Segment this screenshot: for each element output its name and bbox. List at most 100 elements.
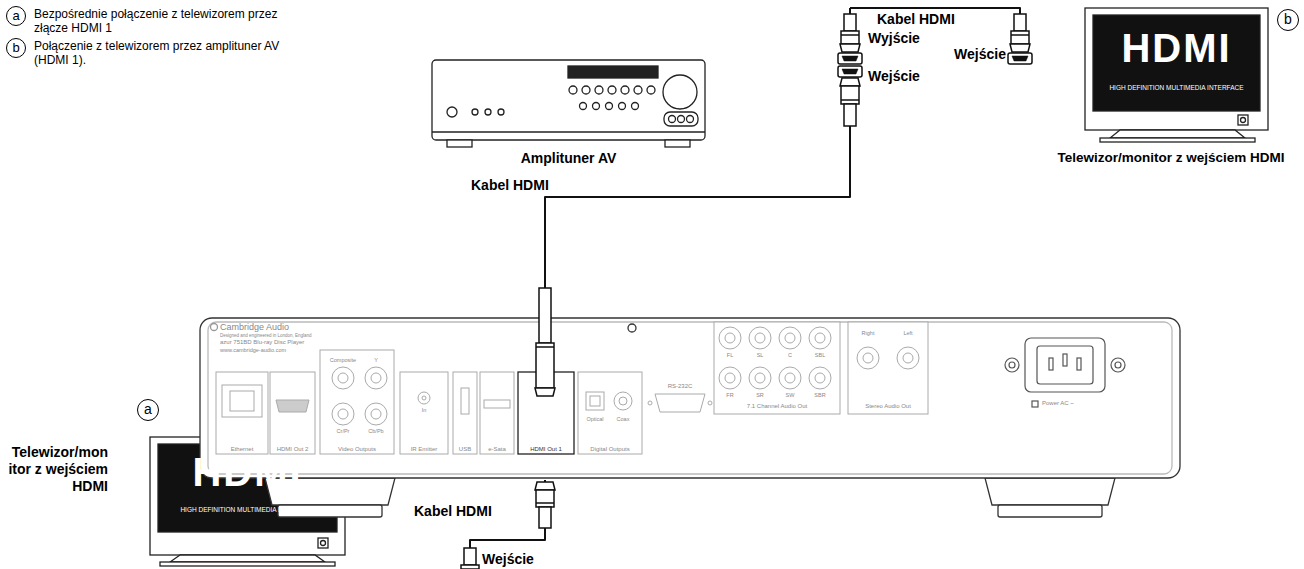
hdmi-plug-part: [844, 14, 856, 31]
hdmi-socket-part: [842, 56, 858, 61]
power-inlet-part: [1077, 358, 1081, 370]
hdmi-socket-part: [1012, 56, 1028, 61]
power-inlet-part: [1009, 362, 1015, 368]
panel-ports-part: [332, 403, 354, 425]
panel-ports-part: [725, 333, 735, 343]
node-title: Telewizor/monitor z wejściem HDMI: [1045, 150, 1297, 166]
power-inlet-part: [1025, 338, 1105, 392]
panel-label: SW: [777, 392, 803, 398]
receiver-drawing-part: [678, 116, 685, 123]
hdmi-cable: [545, 175, 850, 318]
tv-drawing-part: [1100, 138, 1255, 142]
panel-ports-part: [749, 367, 771, 389]
panel-label: Cr/Pr: [331, 428, 355, 434]
port-label: Wejście: [868, 68, 920, 85]
tv-drawing-part: [1241, 118, 1246, 123]
panel-ports-part: [590, 396, 600, 406]
cable-stub: [849, 8, 851, 14]
panel-ports-part: [809, 367, 831, 389]
hdmi-socket: [838, 53, 862, 64]
receiver-drawing-part: [432, 60, 705, 140]
panel-label: Designed and engineered in London, Engla…: [220, 333, 370, 338]
port-label: Wyjście: [868, 30, 920, 47]
receiver-drawing-part: [606, 103, 613, 110]
port-label: Wejście: [482, 551, 534, 568]
hdmi-socket: [1008, 53, 1032, 64]
panel-ports-part: [749, 327, 771, 349]
tv-monitor: HDMIHIGH DEFINITION MULTIMEDIA INTERFACE…: [5, 430, 480, 569]
panel-ports-part: [897, 347, 919, 369]
hdmi-plug-part: [840, 44, 860, 52]
receiver-drawing-part: [669, 116, 676, 123]
panel-ports-part: [619, 397, 627, 405]
receiver-drawing-part: [568, 66, 658, 78]
port-label: Wejście: [940, 46, 1006, 63]
panel-label: Cb/Pb: [364, 428, 388, 434]
hdmi-plug-part: [535, 482, 555, 490]
receiver-drawing-part: [485, 109, 491, 115]
cable-stub: [849, 126, 851, 175]
receiver-drawing-part: [472, 109, 478, 115]
receiver-drawing-part: [580, 103, 587, 110]
hdmi-plug-part: [539, 288, 551, 343]
hdmi-plug: [840, 14, 860, 52]
panel-ports-part: [338, 409, 348, 419]
panel-ports-part: [785, 373, 795, 383]
panel-label: USB: [453, 446, 477, 453]
panel-label: 7.1 Channel Audio Out: [714, 403, 840, 410]
panel-ports-part: [614, 392, 632, 410]
hdmi-plug-part: [536, 502, 554, 504]
panel-label: IR Emitter: [400, 446, 448, 453]
panel-label: Cambridge Audio: [220, 322, 340, 332]
node-title: Amplituner AV: [432, 150, 705, 166]
panel-ports-part: [320, 350, 394, 454]
receiver-drawing-part: [595, 86, 603, 94]
hdmi-plug-part: [1011, 34, 1029, 36]
receiver-drawing: [432, 60, 705, 147]
panel-ports-part: [276, 400, 309, 412]
panel-label: SL: [747, 352, 773, 358]
hdmi-plug: [535, 288, 555, 396]
panel-ports-part: [648, 401, 652, 405]
panel-ports: [216, 322, 928, 454]
panel-ports-part: [578, 372, 642, 454]
hdmi-plug-part: [844, 104, 856, 126]
hdmi-plug-part: [536, 346, 554, 348]
panel-ports-part: [332, 367, 354, 389]
hdmi-plug-part: [841, 99, 859, 101]
node-title: Telewizor/monitor z wejściem HDMI: [8, 444, 108, 494]
hdmi-plug-part: [536, 490, 554, 507]
panel-label: C: [777, 352, 803, 358]
panel-label: Power AC ~: [1042, 400, 1112, 407]
panel-ports-part: [903, 353, 913, 363]
tv-drawing-part: [1238, 115, 1248, 125]
panel-label: e-Sata: [480, 446, 514, 453]
callout-letter: a: [137, 399, 159, 421]
panel-label: Optical: [580, 416, 610, 422]
hdmi-plug-part: [539, 507, 551, 528]
player-drawing-part: [211, 324, 218, 331]
node-title: HIGH DEFINITION MULTIMEDIA INTERFACE: [158, 506, 337, 513]
hdmi-plug-part: [841, 31, 859, 44]
panel-ports-part: [586, 392, 604, 410]
power-inlet-part: [1115, 362, 1121, 368]
power-inlet-part: [1111, 358, 1125, 372]
hdmi-plug-part: [841, 34, 859, 36]
player-drawing-part: [628, 324, 636, 332]
receiver-drawing-part: [687, 116, 694, 123]
logo-text: HDMI: [1093, 28, 1260, 68]
callout-letter: b: [1277, 9, 1299, 31]
cable-stub: [1000, 8, 1020, 14]
hdmi-socket-part: [842, 69, 858, 74]
panel-label: FL: [717, 352, 743, 358]
panel-ports-part: [809, 327, 831, 349]
hdmi-plug: [1010, 14, 1030, 52]
tv-drawing-part: [1110, 130, 1245, 138]
panel-label: HDMI Out 1: [518, 446, 574, 453]
power-inlet: [1005, 338, 1125, 407]
receiver-drawing-part: [569, 86, 577, 94]
player-drawing-part: [998, 505, 1102, 517]
tv-drawing-part: [170, 555, 325, 562]
cable-label: Kabel HDMI: [470, 177, 550, 194]
